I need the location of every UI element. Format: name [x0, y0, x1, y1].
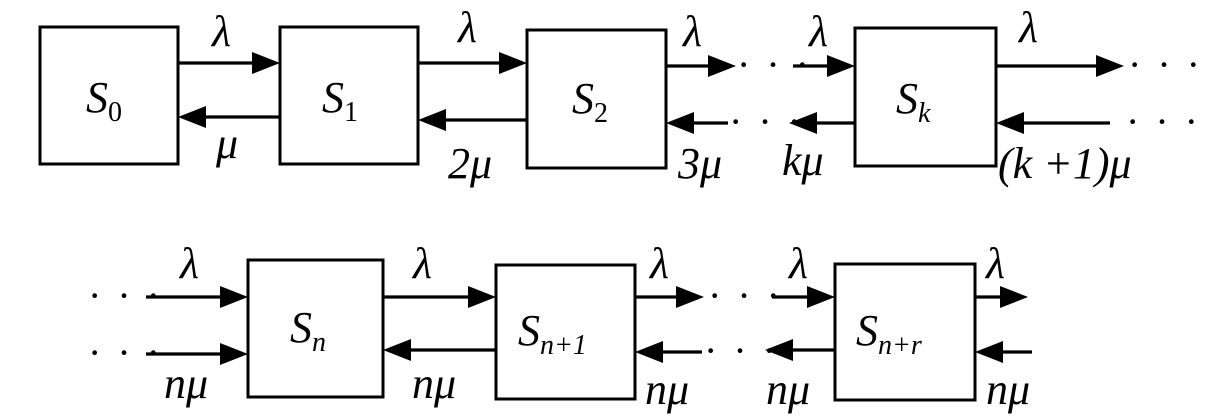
rate-label-3mu: 3μ	[677, 139, 722, 188]
state-box-s2: S2	[525, 28, 668, 170]
ellipsis-r2-mid-bottom: · · ·	[704, 328, 779, 373]
arrow-snr-out	[975, 286, 1028, 308]
svg-text:Sn: Sn	[290, 303, 326, 358]
rate-label-nmu: nμ	[986, 365, 1030, 414]
arrow-row2-left-lower	[146, 343, 248, 365]
arrow-into-sk	[793, 55, 855, 77]
rate-label-lambda: λ	[807, 7, 828, 56]
rate-label-2mu: 2μ	[448, 139, 492, 188]
rate-label-lambda: λ	[787, 239, 808, 288]
svg-text:Sk: Sk	[896, 74, 931, 129]
rate-label-lambda: λ	[681, 7, 702, 56]
rate-label-mu: μ	[215, 119, 238, 168]
arrow-s0-to-s1	[178, 52, 280, 74]
arrow-sk-back	[789, 112, 855, 134]
rate-label-lambda: λ	[456, 3, 477, 52]
rate-label-lambda: λ	[178, 239, 199, 288]
rate-label-nmu: nμ	[645, 365, 689, 414]
rate-label-lambda: λ	[411, 239, 432, 288]
ellipsis-r1-mid-bottom: · · ·	[729, 99, 804, 144]
arrow-into-snr-back	[975, 341, 1032, 363]
arrow-sn-to-sn1	[383, 286, 496, 308]
ellipsis-r1-mid-top: · · ·	[737, 42, 812, 87]
rate-label-nmu: nμ	[164, 359, 208, 408]
arrow-s1-to-s2	[418, 52, 527, 74]
arrow-into-snr	[772, 286, 835, 308]
svg-text:S1: S1	[322, 73, 358, 128]
state-box-sk: Sk	[853, 26, 998, 168]
arrow-sn1-to-sn	[383, 339, 496, 361]
arrow-s1-to-s0	[178, 106, 280, 128]
arrow-into-s2-back	[666, 112, 728, 134]
rate-label-nmu: nμ	[766, 365, 810, 414]
rate-label-kmu: kμ	[782, 136, 824, 185]
svg-text:S2: S2	[572, 74, 608, 129]
arrow-snr-back	[765, 339, 835, 361]
ellipsis-r2-left-bottom: · · ·	[88, 330, 163, 375]
rate-label-nmu: nμ	[412, 359, 456, 408]
arrow-into-sn	[146, 286, 248, 308]
ellipsis-r2-mid-top: · · ·	[708, 273, 783, 318]
arrow-s2-out	[666, 55, 736, 77]
arrow-into-sn1-back	[635, 341, 702, 363]
rate-label-lambda: λ	[210, 7, 231, 56]
state-box-s1: S1	[278, 25, 420, 166]
svg-text:Sn+r: Sn+r	[856, 306, 922, 361]
ellipsis-r1-right-top: · · ·	[1128, 42, 1203, 87]
ellipsis-r1-right-bottom: · · ·	[1126, 99, 1201, 144]
svg-text:S0: S0	[86, 73, 122, 128]
rate-label-lambda: λ	[984, 239, 1005, 288]
rate-label-lambda: λ	[1017, 3, 1038, 52]
state-box-sn1: Sn+1	[494, 263, 637, 401]
rate-label-lambda: λ	[648, 239, 669, 288]
state-box-sn: Sn	[246, 258, 385, 399]
arrow-into-sk-back	[996, 112, 1110, 134]
svg-text:Sn+1: Sn+1	[518, 306, 587, 361]
state-box-s0: S0	[38, 25, 180, 166]
arrow-s2-to-s1	[418, 109, 527, 131]
state-box-snr: Sn+r	[833, 262, 977, 402]
rate-label-k1mu: (k +1)μ	[998, 139, 1132, 188]
arrow-sn1-out	[635, 286, 704, 308]
arrow-sk-out	[996, 55, 1124, 77]
ellipsis-r2-left-top: · · ·	[88, 273, 163, 318]
